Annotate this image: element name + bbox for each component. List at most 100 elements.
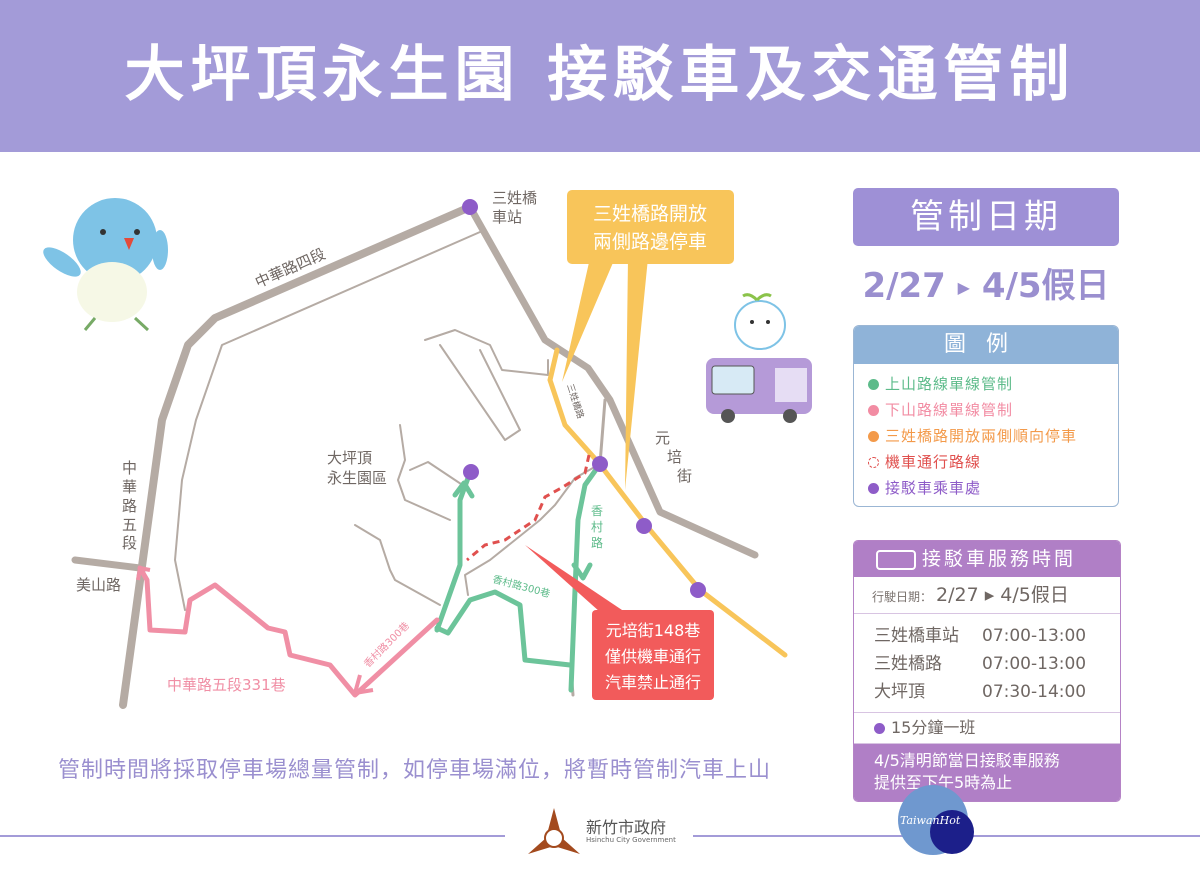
control-date-end: 4/5假日: [981, 266, 1110, 306]
stop-name: 三姓橋車站: [874, 626, 959, 646]
service-note-line2: 提供至下午5時為止: [874, 773, 1013, 792]
legend-item-parking: 三姓橋路開放兩側順向停車: [854, 423, 1118, 449]
watermark-text: TaiwanHot: [900, 814, 961, 827]
label-xiangcun-300-pink: 香村路300巷: [361, 619, 412, 670]
stop-junction: [592, 456, 608, 472]
road-minor: [439, 344, 521, 441]
schedule-row: 三姓橋車站 07:00-13:00: [874, 622, 1120, 650]
callout-scooter-box: [592, 610, 714, 700]
service-note: 4/5清明節當日接駁車服務 提供至下午5時為止: [854, 744, 1120, 801]
bus-mascot: [706, 293, 812, 423]
service-note-line1: 4/5清明節當日接駁車服務: [874, 751, 1060, 770]
gov-name-en: Hsinchu City Government: [586, 836, 676, 844]
label-cemetery-1: 大坪頂: [327, 449, 372, 467]
route-uphill-xiangcun: [568, 461, 603, 693]
bus-icon: [876, 550, 916, 570]
label-yuanpei-3: 街: [677, 467, 692, 485]
road-sanxingqiao: [466, 203, 759, 559]
road-minor: [598, 398, 607, 466]
control-dates-range: 2/27 ▶ 4/5假日: [853, 258, 1119, 307]
gov-logo: 新竹市政府 Hsinchu City Government: [528, 808, 676, 860]
label-sanxingqiao-road: 三姓橋路: [564, 382, 587, 420]
legend-item-scooter: 機車通行路線: [854, 449, 1118, 475]
callout-scooter-tail: [525, 545, 625, 612]
frequency-text: 15分鐘一班: [891, 718, 976, 737]
arrow-icon: [352, 674, 374, 696]
legend-title: 圖例: [854, 326, 1118, 364]
road-meishan: [71, 556, 144, 572]
service-title: 接駁車服務時間: [922, 548, 1077, 570]
label-station-1: 三姓橋: [492, 189, 537, 207]
road-minor: [409, 461, 471, 491]
header-banner: 大坪頂永生園 接駁車及交通管制: [0, 0, 1200, 152]
label-yuanpei-1: 元: [655, 429, 670, 447]
arrow-down-icon: [571, 562, 593, 581]
label-meishan: 美山路: [76, 576, 121, 594]
road-zhonghua: [119, 203, 474, 709]
road-minor: [354, 524, 441, 606]
callout-parking-box: [567, 190, 734, 264]
callout-scooter-line3: 汽車禁止通行: [605, 673, 701, 692]
label-station-2: 車站: [492, 208, 522, 226]
legend-label: 上山路線單線管制: [885, 375, 1014, 393]
route-downhill: [137, 565, 440, 698]
label-zhonghua-5-4: 五: [122, 516, 137, 534]
service-header: 接駁車服務時間: [854, 541, 1120, 577]
stop-sanxingqiao-station: [462, 199, 478, 215]
page-title: 大坪頂永生園 接駁車及交通管制: [124, 40, 1076, 110]
road-minor: [397, 424, 451, 521]
stop-time: 07:00-13:00: [982, 626, 1087, 646]
label-zhonghua-331: 中華路五段331巷: [167, 676, 286, 694]
legend: 圖例 上山路線單線管制 下山路線單線管制 三姓橋路開放兩側順向停車 機車通行路線…: [853, 325, 1119, 507]
route-uphill-cemetery: [434, 475, 471, 633]
stop-name: 三姓橋路: [874, 654, 942, 674]
label-zhonghua-5-2: 華: [122, 478, 137, 496]
arrow-up-icon: [452, 480, 475, 499]
legend-label: 下山路線單線管制: [885, 401, 1014, 419]
gov-name: 新竹市政府: [586, 818, 667, 837]
schedule-row: 三姓橋路 07:00-13:00: [874, 650, 1120, 678]
label-xiangcun-3: 路: [591, 535, 603, 550]
callout-parking-tail: [562, 258, 648, 490]
stop-time: 07:00-13:00: [982, 654, 1087, 674]
service-date-label: 行駛日期：: [872, 590, 933, 604]
legend-label: 三姓橋路開放兩側順向停車: [885, 427, 1078, 445]
legend-label: 接駁車乘車處: [885, 479, 982, 497]
pink-dot-icon: [868, 405, 879, 416]
road-minor: [424, 329, 549, 376]
label-xiangcun-1: 香: [591, 504, 603, 518]
stop-time: 07:30-14:00: [982, 682, 1087, 702]
label-zhonghua-5-5: 段: [122, 534, 137, 552]
stop-name: 大坪頂: [874, 682, 925, 702]
purple-dot-icon: [868, 483, 879, 494]
route-map: 三姓橋路開放 兩側路邊停車 元培街148巷 僅供機車通行 汽車禁止通行 中華路四…: [43, 189, 812, 709]
legend-label: 機車通行路線: [885, 453, 982, 471]
stop-sanxingqiao-road-2: [690, 582, 706, 598]
hsinchu-emblem-icon: [528, 808, 580, 854]
watermark-logo-inner: [930, 810, 974, 854]
label-yuanpei-2: 培: [667, 448, 682, 466]
control-dates-label: 管制日期: [853, 188, 1119, 246]
schedule-row: 大坪頂 07:30-14:00: [874, 678, 1120, 706]
dashed-circle-icon: [868, 457, 879, 468]
label-zhonghua-5-3: 路: [122, 497, 137, 515]
callout-scooter-line1: 元培街148巷: [606, 621, 701, 640]
label-xiangcun-2: 村: [591, 520, 603, 534]
label-zhonghua-5-1: 中: [122, 459, 137, 477]
road-thin-parallel: [174, 231, 481, 611]
callout-parking-line2: 兩側路邊停車: [593, 231, 707, 253]
service-schedule: 三姓橋車站 07:00-13:00 三姓橋路 07:00-13:00 大坪頂 07:3…: [854, 614, 1120, 713]
label-cemetery-2: 永生園區: [327, 469, 387, 487]
callout-parking-line1: 三姓橋路開放: [593, 203, 707, 225]
stop-cemetery: [463, 464, 479, 480]
orange-dot-icon: [868, 431, 879, 442]
legend-item-downhill: 下山路線單線管制: [854, 397, 1118, 423]
service-frequency: 15分鐘一班: [854, 713, 1120, 744]
purple-dot-icon: [874, 723, 885, 734]
arrow-icon: [136, 565, 151, 581]
legend-item-uphill: 上山路線單線管制: [854, 371, 1118, 397]
callout-scooter-line2: 僅供機車通行: [605, 647, 701, 666]
green-dot-icon: [868, 379, 879, 390]
footer-divider: [0, 835, 505, 837]
